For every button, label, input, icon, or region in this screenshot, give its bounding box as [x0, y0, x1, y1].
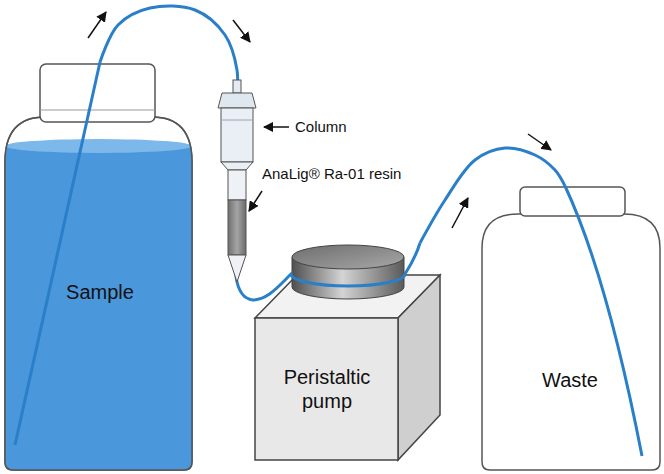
flow-arrow	[528, 134, 551, 150]
flow-arrow	[233, 20, 250, 42]
flow-arrow	[88, 12, 106, 38]
pump-node: Peristaltic pump	[252, 243, 442, 462]
waste-bottle-node: Waste	[482, 186, 660, 470]
leader-arrow	[249, 191, 262, 211]
flow-arrows	[88, 12, 551, 228]
waste-bottle	[482, 186, 660, 470]
leader-arrow	[264, 126, 289, 128]
tubing	[420, 148, 565, 243]
sample-bottle-node: Sample	[5, 62, 192, 470]
peristaltic-pump	[252, 243, 440, 460]
node-text: Sample	[35, 280, 165, 304]
flow-arrow	[452, 198, 468, 228]
resin-label: AnaLig® Ra-01 resin	[262, 165, 401, 183]
sample-bottle	[5, 62, 192, 474]
tubing	[100, 6, 252, 300]
column-label: Column	[295, 118, 347, 136]
node-text: Waste	[510, 368, 630, 392]
column	[218, 80, 256, 282]
node-text: Peristaltic pump	[262, 365, 392, 413]
